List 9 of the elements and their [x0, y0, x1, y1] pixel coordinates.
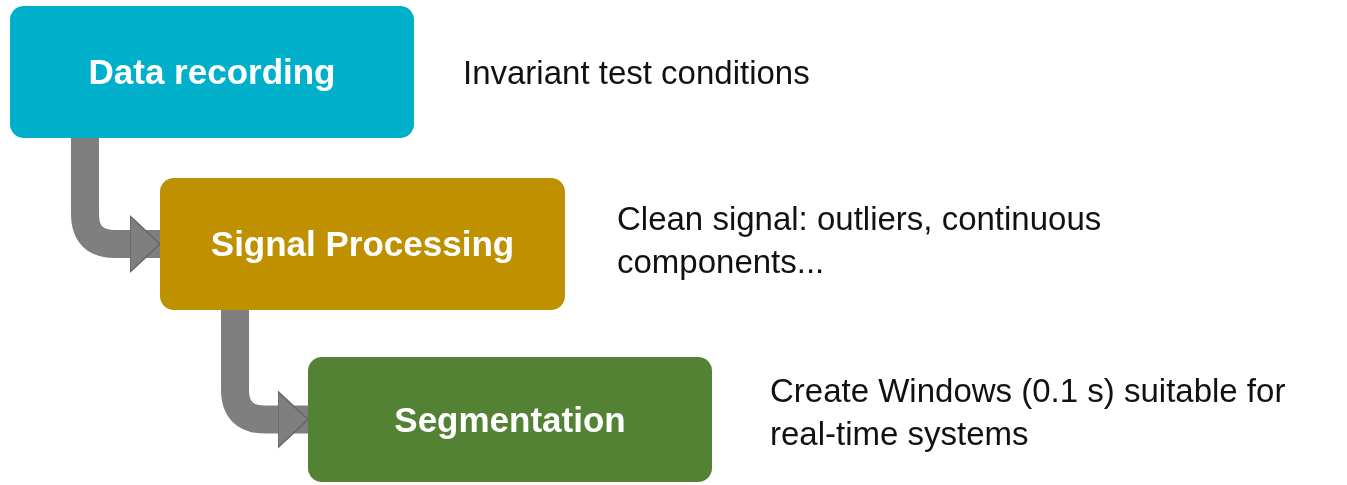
step-label: Data recording: [88, 52, 336, 92]
step-description: Clean signal: outliers, continuous components...: [617, 199, 1103, 282]
step-description: Invariant test conditions: [463, 53, 811, 93]
process-box: [308, 357, 712, 482]
step-label: Segmentation: [394, 399, 626, 440]
step-description: Create Windows (0.1 s) suitable for real-time systems: [770, 371, 1287, 454]
step-label: Signal Processing: [210, 224, 515, 264]
process-box: [160, 178, 565, 310]
process-box: [10, 6, 414, 138]
